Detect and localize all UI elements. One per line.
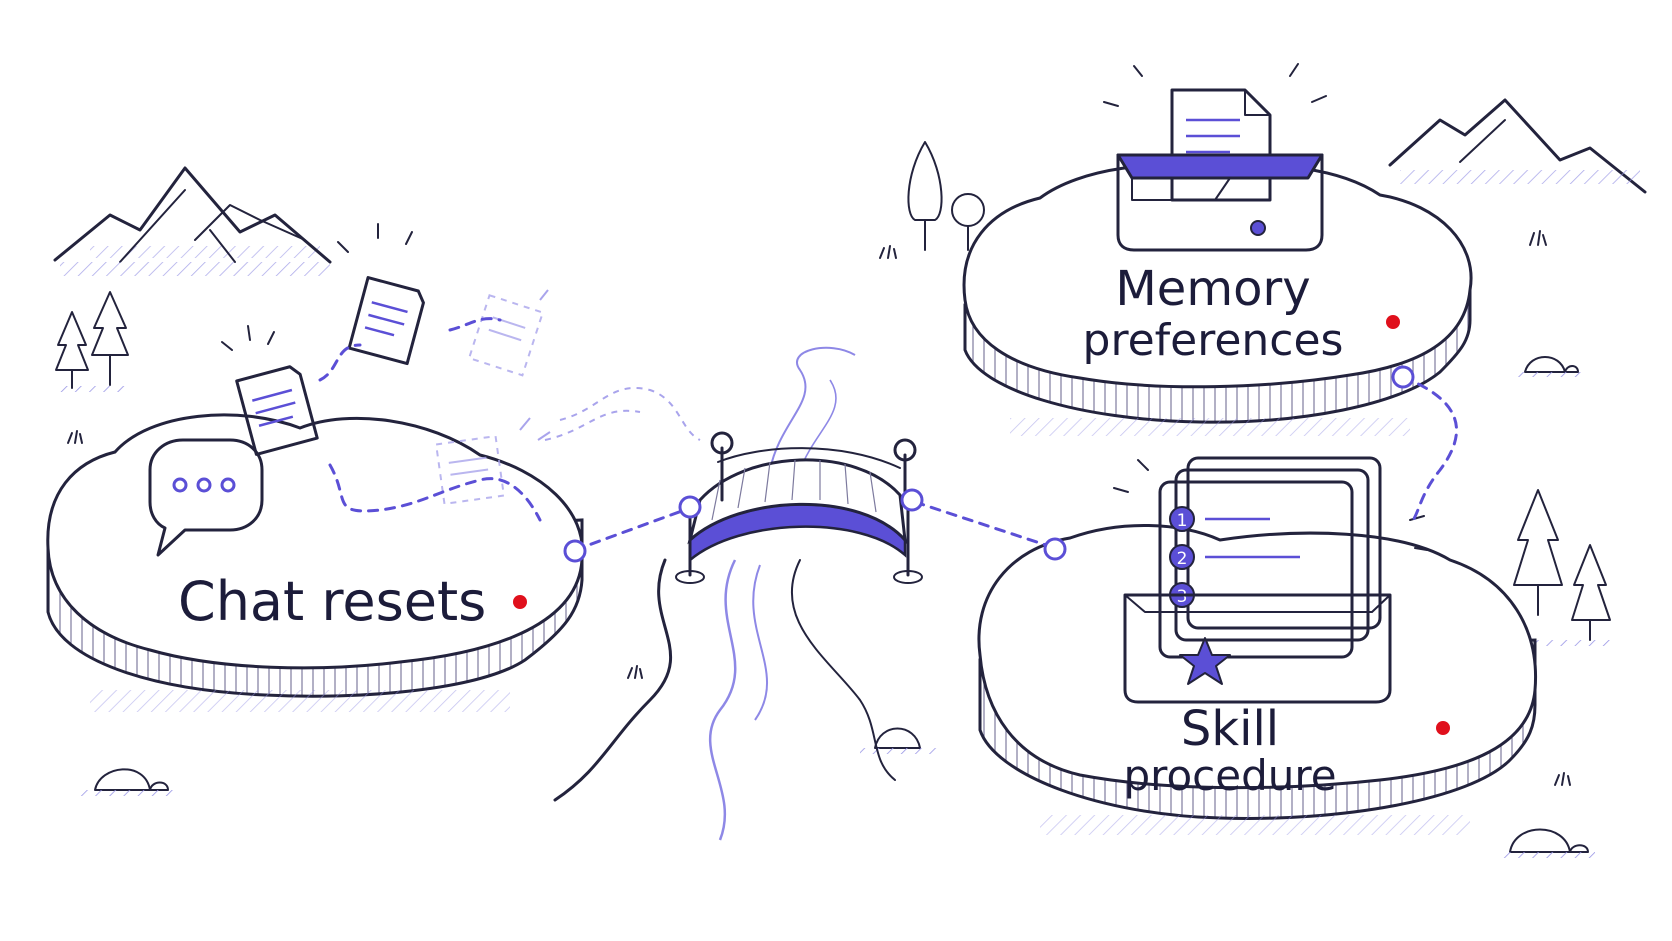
skill-label-line2: procedure <box>1123 751 1336 800</box>
connector-pages-path <box>318 317 542 522</box>
skill-label-line1: Skill <box>1181 701 1279 757</box>
rocks <box>80 356 1595 858</box>
chat-resets-label: Chat resets <box>178 570 486 633</box>
step-number-2: 2 <box>1177 549 1188 569</box>
mountains-left <box>53 166 332 276</box>
mountains-right <box>1388 98 1647 246</box>
pine-trees-right <box>1513 489 1615 646</box>
left-mountains <box>90 204 320 258</box>
grass-tufts <box>67 430 1571 786</box>
island-memory <box>962 163 1473 436</box>
trees-top-center <box>879 141 985 259</box>
marker-dot-skill <box>1436 721 1450 735</box>
step-number-3: 3 <box>1177 587 1188 607</box>
connector-chat-to-bridge <box>563 495 702 563</box>
connector-bridge-to-skill <box>900 488 1067 561</box>
card-box-icon: 1 2 3 <box>1113 456 1428 704</box>
speech-bubble-icon <box>148 438 264 557</box>
memory-label-line1: Memory <box>1115 261 1310 317</box>
pine-trees-left <box>55 291 130 392</box>
river <box>544 346 896 841</box>
floating-pages <box>221 223 551 506</box>
step-number-1: 1 <box>1177 511 1188 531</box>
marker-dot-memory <box>1386 315 1400 329</box>
island-chat <box>46 413 584 712</box>
file-tray-icon <box>1103 63 1327 252</box>
bridge-icon <box>675 431 923 584</box>
memory-label-line2: preferences <box>1083 315 1344 366</box>
marker-dot-chat <box>513 595 527 609</box>
connector-memory-to-skill <box>1391 365 1458 524</box>
